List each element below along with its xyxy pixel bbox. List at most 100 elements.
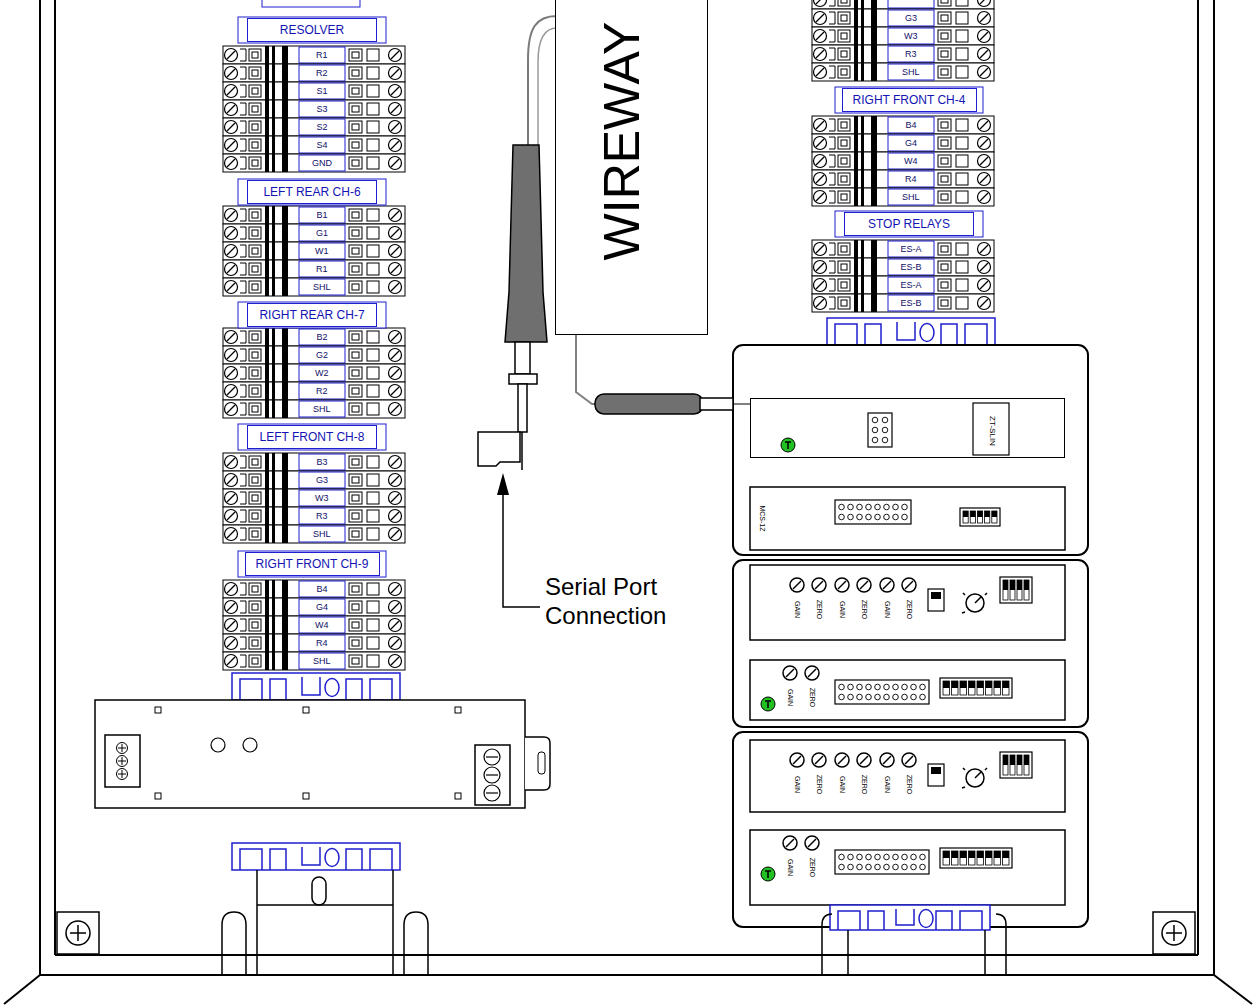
terminal-clamp — [938, 66, 951, 78]
enclosure-wall — [39, 0, 41, 975]
terminal-group-header: RESOLVER — [247, 18, 377, 42]
terminal-clamp — [941, 140, 948, 146]
pin-header — [857, 864, 863, 870]
dip-switch — [1024, 580, 1029, 600]
terminal-block — [812, 45, 994, 63]
terminal-screw — [225, 263, 238, 276]
jumper-bar — [871, 0, 877, 9]
potentiometer — [835, 578, 849, 592]
terminal-screw — [225, 619, 238, 632]
pin-header — [835, 850, 929, 874]
dip-switch — [940, 848, 1012, 868]
terminal-screw — [389, 655, 402, 668]
terminal-clamp — [352, 586, 359, 592]
potentiometer — [902, 578, 916, 592]
marker-tag — [299, 119, 345, 135]
control-label: GAIN — [794, 600, 801, 617]
terminal-clamp — [829, 30, 835, 42]
terminal-screw — [225, 49, 238, 62]
potentiometer — [902, 753, 916, 767]
terminal-screw — [227, 229, 235, 237]
terminal-clamp — [349, 528, 362, 540]
header-frame — [238, 17, 386, 43]
dip-switch — [952, 851, 959, 858]
jumper-bar — [861, 9, 864, 27]
box-title: WIREWAY — [597, 22, 647, 261]
terminal-label: R4 — [905, 175, 917, 184]
dip-switch — [1017, 755, 1022, 775]
terminal-clamp — [829, 243, 835, 255]
terminal-clamp — [829, 279, 835, 291]
terminal-screw — [391, 387, 399, 395]
control-label: ZERO — [809, 857, 816, 876]
terminal-block — [812, 240, 994, 258]
pin-header — [848, 864, 854, 870]
pin-header — [882, 427, 888, 433]
jumper — [931, 767, 941, 774]
jumper-bar — [272, 224, 275, 242]
terminal-clamp — [352, 248, 359, 254]
mount-screw — [1162, 921, 1186, 945]
potentiometer — [808, 669, 816, 677]
din-end-stop — [240, 677, 392, 700]
terminal-clamp — [240, 85, 246, 97]
pin-header — [902, 514, 908, 520]
terminal-screw — [391, 458, 399, 466]
terminal-block — [223, 224, 405, 242]
pin-header — [911, 864, 917, 870]
potentiometer — [905, 756, 913, 764]
terminal-block — [223, 471, 405, 489]
terminal-clamp — [252, 212, 258, 218]
potentiometer — [783, 836, 797, 850]
marker-tag — [299, 207, 345, 223]
terminal-screw — [980, 281, 988, 289]
jumper-bar — [272, 346, 275, 364]
enclosure-wall — [40, 974, 1214, 976]
dip-switch — [1003, 580, 1008, 590]
terminal-clamp — [240, 49, 246, 61]
terminal-clamp — [252, 586, 258, 592]
terminal-clamp — [841, 122, 847, 128]
terminal-screw — [391, 405, 399, 413]
jumper-bar — [265, 278, 269, 296]
terminal-clamp — [367, 121, 379, 133]
dip-switch — [986, 681, 993, 688]
terminal-screw — [389, 474, 402, 487]
terminal-screw — [486, 774, 498, 775]
terminal-block — [223, 82, 405, 100]
terminal-clamp — [349, 121, 362, 133]
terminal-label: W4 — [904, 157, 918, 166]
terminal-clamp — [838, 119, 850, 131]
potentiometer — [790, 578, 804, 592]
jumper-bar — [871, 45, 877, 63]
mount-pad — [1153, 912, 1195, 954]
terminal-clamp — [367, 583, 379, 595]
terminal-clamp — [956, 66, 968, 78]
terminal-clamp — [941, 246, 948, 252]
marker-tag — [888, 295, 934, 311]
dip-switch — [1024, 580, 1029, 590]
jumper-bar — [282, 136, 288, 154]
terminal-block — [223, 382, 405, 400]
terminal-clamp — [938, 261, 951, 273]
dip-switch — [1024, 755, 1029, 775]
terminal-block — [812, 116, 994, 134]
terminal-clamp — [252, 495, 258, 501]
terminal-clamp — [252, 370, 258, 376]
terminal-screw — [816, 245, 824, 253]
terminal-screw — [389, 367, 402, 380]
jumper-bar — [282, 598, 288, 616]
terminal-clamp — [352, 513, 359, 519]
terminal-screw — [227, 247, 235, 255]
dip-switch — [943, 851, 950, 865]
terminal-clamp — [240, 385, 246, 397]
terminal-clamp — [841, 51, 847, 57]
terminal-block — [223, 242, 405, 260]
terminal-clamp — [252, 604, 258, 610]
terminal-clamp — [249, 331, 261, 343]
terminal-block — [812, 152, 994, 170]
terminal-screw — [118, 770, 126, 778]
terminal-screw — [225, 349, 238, 362]
pin-header — [857, 504, 863, 510]
